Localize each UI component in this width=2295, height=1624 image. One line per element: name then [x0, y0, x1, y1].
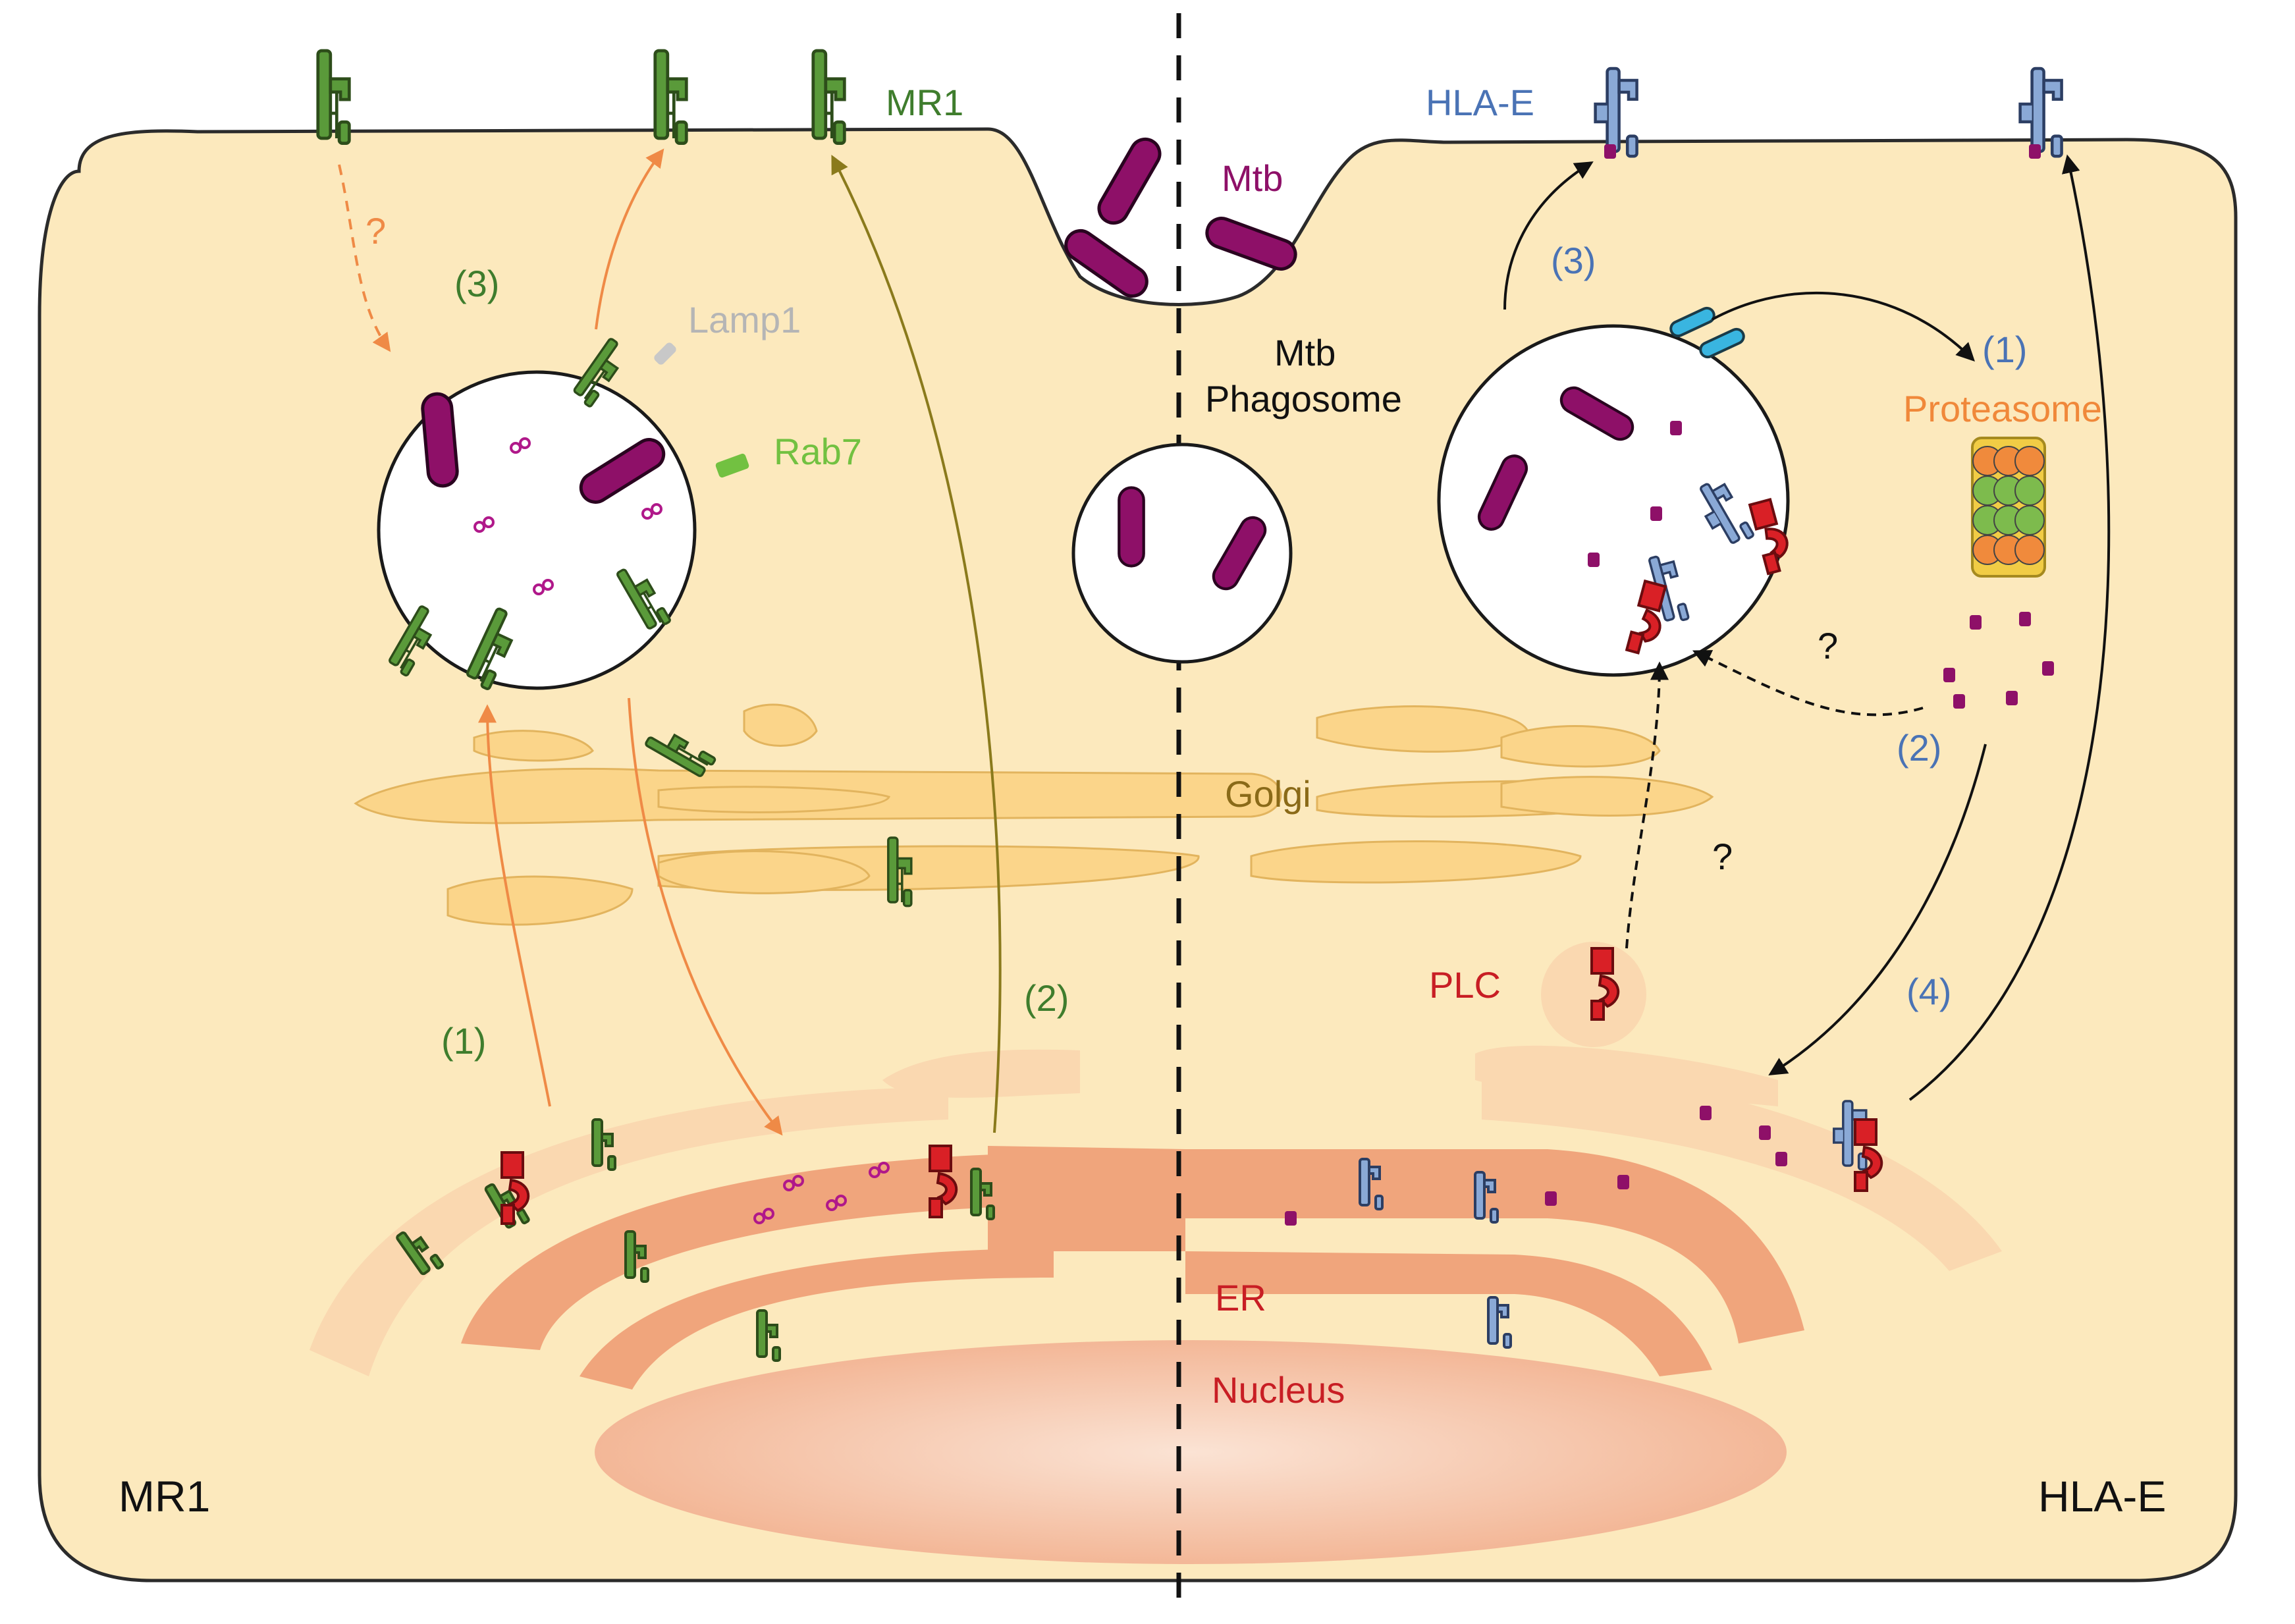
hlae-step-4: (4) [1906, 971, 1951, 1012]
golgi-label: Golgi [1225, 773, 1311, 815]
mr1-question: ? [365, 210, 386, 252]
er-label: ER [1215, 1277, 1266, 1318]
hlae-phagosome [1437, 324, 1790, 677]
mtb-label: Mtb [1222, 157, 1283, 199]
er-right [1185, 1045, 2002, 1376]
mtb-phagosome [1071, 443, 1293, 664]
mr1-corner-label: MR1 [119, 1472, 210, 1521]
mtb-phagosome-label-line2: Phagosome [1205, 378, 1402, 420]
hlae-step-1: (1) [1982, 329, 2027, 370]
lamp1-label: Lamp1 [688, 299, 801, 340]
proteasome-label: Proteasome [1903, 388, 2102, 429]
mr1-step-1: (1) [441, 1020, 486, 1062]
proteasome-icon [1971, 437, 2046, 578]
hlae-step-3: (3) [1551, 240, 1596, 281]
hlae-pathway-arrows [1503, 154, 2111, 1101]
plc-label: PLC [1429, 964, 1501, 1006]
nucleus [595, 1340, 1787, 1564]
nucleus-label: Nucleus [1212, 1369, 1345, 1411]
mr1-pathway-arrows [338, 148, 1002, 1136]
rab7-label: Rab7 [774, 431, 862, 472]
mr1-step-2: (2) [1024, 977, 1069, 1019]
light-blue-receptor [1669, 306, 1745, 359]
lamp1-marker [654, 342, 676, 365]
mr1-step-3: (3) [454, 263, 499, 304]
er-left [310, 1049, 1185, 1390]
question-plc: ? [1712, 836, 1733, 877]
mr1-phagosome [377, 370, 697, 690]
hlae-step-2: (2) [1897, 727, 1941, 769]
hlae-top-label: HLA-E [1426, 82, 1534, 123]
mtb-phagosome-label-line1: Mtb [1274, 332, 1336, 373]
question-vacuole: ? [1818, 625, 1838, 666]
rab7-marker [715, 453, 749, 478]
plc-vesicle [1541, 942, 1646, 1047]
hlae-corner-label: HLA-E [2038, 1472, 2166, 1521]
golgi [354, 703, 1714, 926]
mr1-top-label: MR1 [886, 82, 963, 123]
